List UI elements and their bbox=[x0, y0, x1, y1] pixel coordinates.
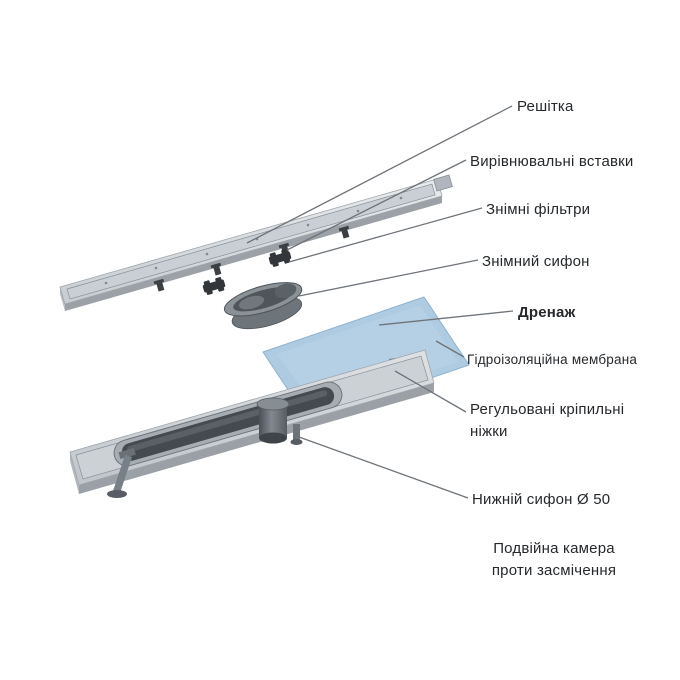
leader-drainage bbox=[378, 310, 514, 326]
leader-lines bbox=[246, 105, 514, 499]
grate-end-connector bbox=[433, 174, 453, 192]
lower-siphon-pipe-drawing bbox=[256, 397, 303, 445]
label-removable-siphon: Знімний сифон bbox=[482, 253, 590, 270]
label-adjustable-legs: Регульовані кріпильні ніжки bbox=[470, 399, 650, 443]
label-removable-filters: Знімні фільтри bbox=[486, 201, 591, 218]
label-double-chamber-line2: проти засмічення bbox=[491, 561, 617, 579]
adjustable-leg-left-drawing bbox=[107, 447, 136, 498]
leader-membrane bbox=[435, 340, 465, 358]
label-drainage: Дренаж bbox=[518, 304, 576, 321]
siphon-basket-drawing bbox=[223, 282, 303, 330]
removable-filter-drawing bbox=[268, 249, 292, 267]
label-double-chamber-line1: Подвійна камера bbox=[493, 540, 615, 557]
grate-screw-dots bbox=[104, 196, 403, 285]
leader-lower-siphon bbox=[298, 436, 469, 499]
label-adjustable-legs-line1: Регульовані кріпильні bbox=[470, 401, 625, 418]
grate-underside-clips bbox=[153, 225, 350, 292]
leveling-insert-drawing bbox=[202, 277, 226, 295]
label-leveling-inserts: Вирівнювальні вставки bbox=[470, 153, 634, 170]
label-adjustable-legs-line2: ніжки bbox=[470, 422, 508, 440]
label-grate: Решітка bbox=[517, 98, 574, 115]
leader-removable-siphon bbox=[298, 259, 479, 297]
leader-adjustable-legs bbox=[394, 370, 467, 413]
leader-leveling-inserts bbox=[286, 159, 467, 251]
leader-grate bbox=[246, 105, 513, 244]
label-double-chamber: Подвійна камера проти засмічення bbox=[474, 538, 634, 582]
label-lower-siphon: Нижній сифон Ø 50 bbox=[472, 491, 611, 508]
leader-removable-filters bbox=[288, 207, 483, 263]
label-waterproof-membrane: Гідроізоляційна мембрана bbox=[467, 352, 638, 367]
